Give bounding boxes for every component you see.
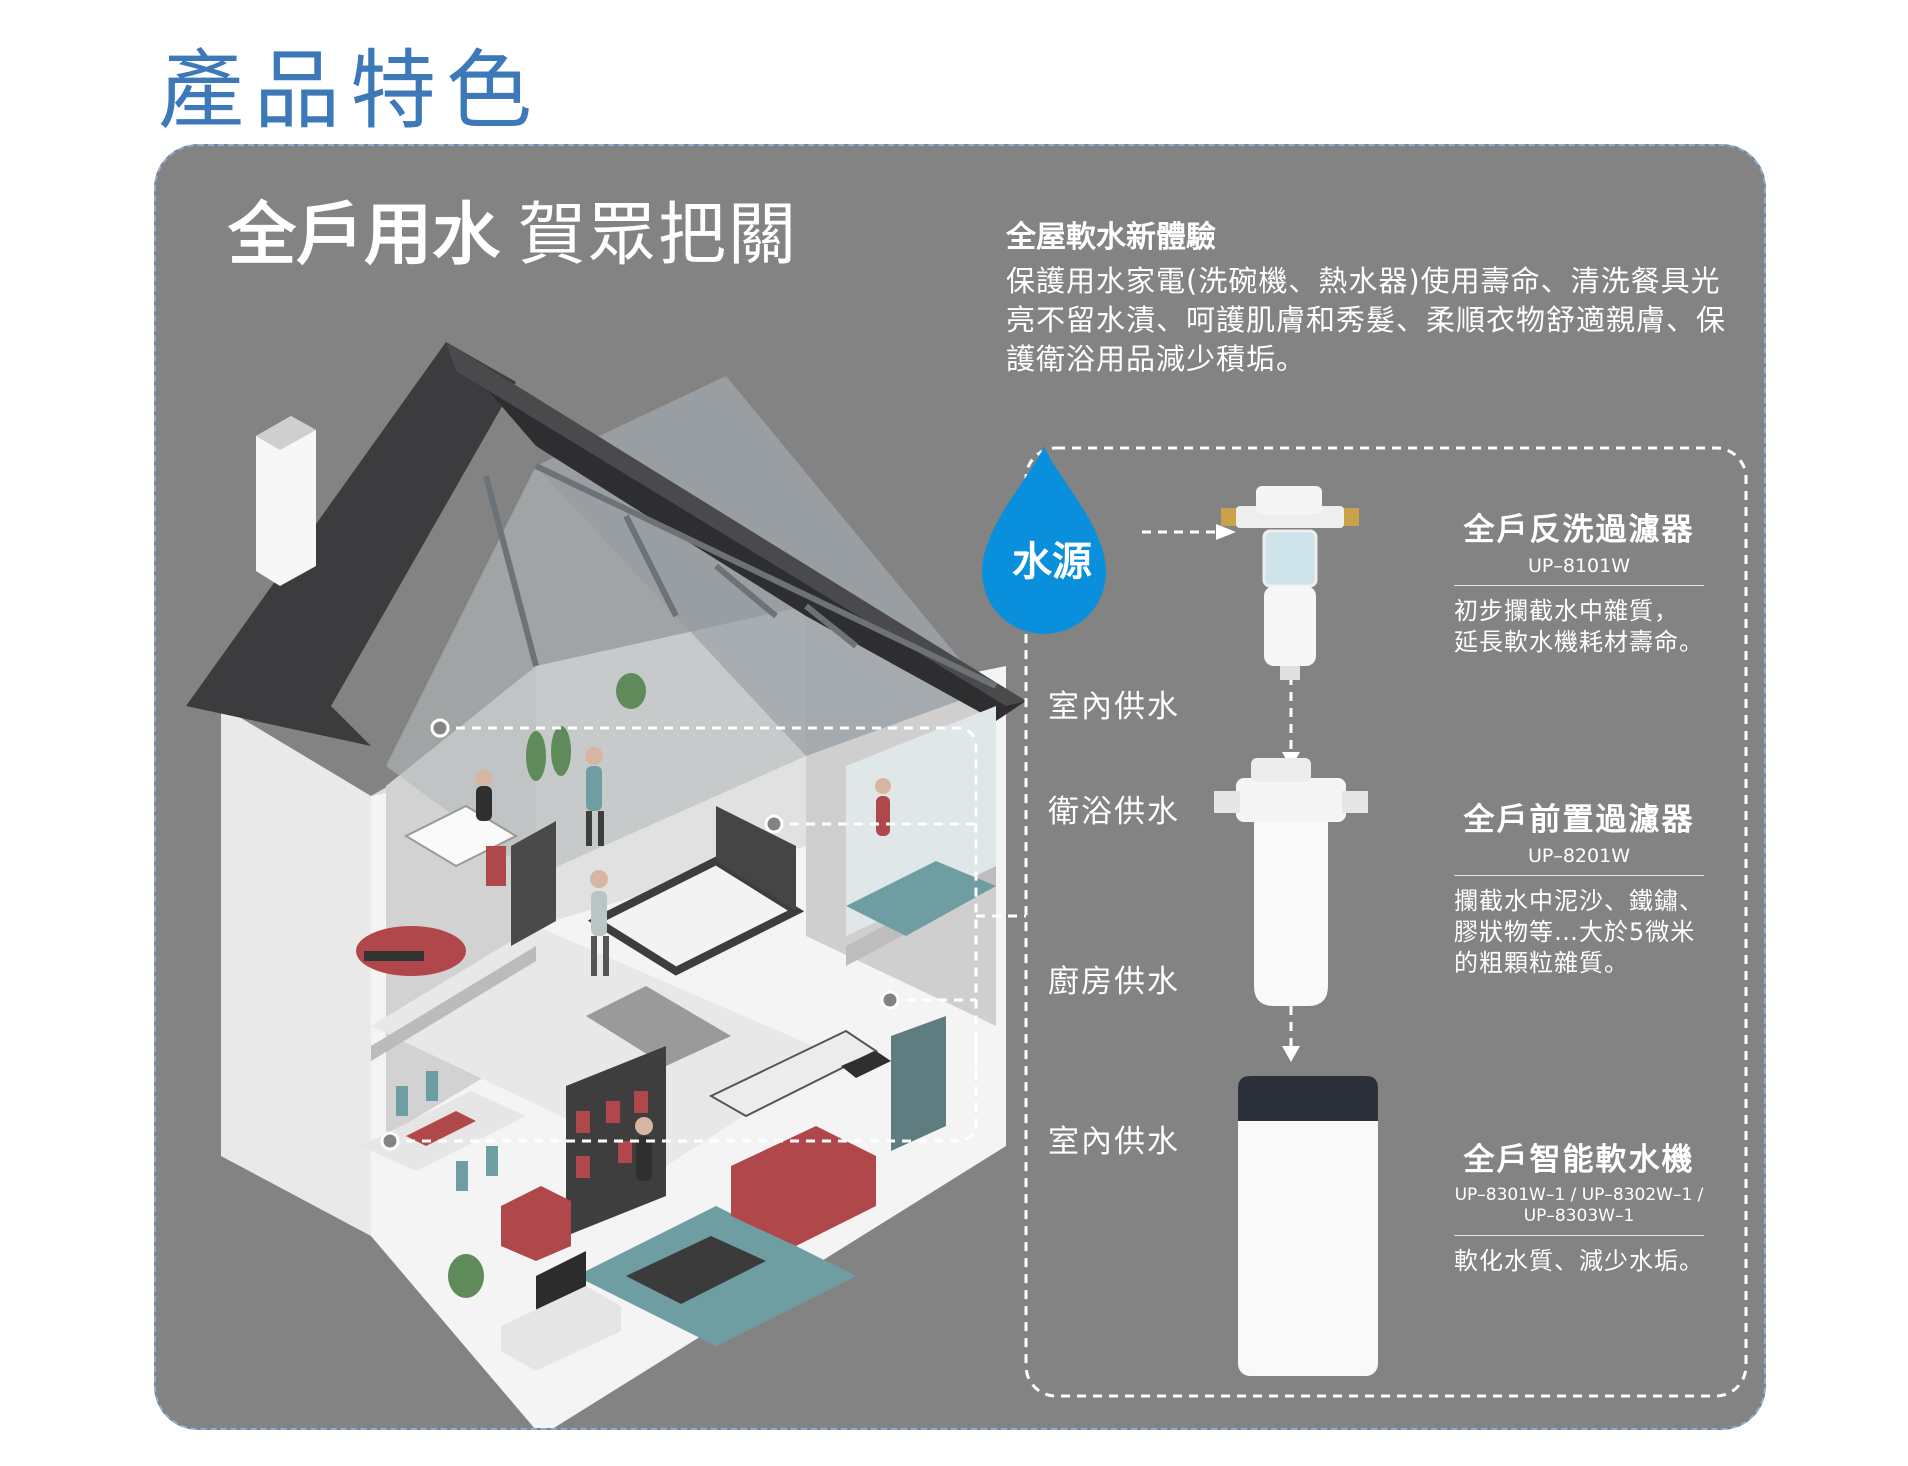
supply-label-kitchen: 廚房供水 <box>1048 964 1180 1000</box>
wardrobe <box>511 821 556 946</box>
chimney <box>256 416 316 586</box>
illustration <box>186 342 1748 1428</box>
supply-label-indoor-top: 室內供水 <box>1048 689 1180 725</box>
page-title: 產品特色 <box>158 41 542 141</box>
product-name: 全戶智能軟水機 <box>1463 1142 1695 1178</box>
product-card-backwash: 全戶反洗過濾器 UP–8101W 初步攔截水中雜質， 延長軟水機耗材壽命。 <box>1454 504 1704 658</box>
product-card-softener: 全戶智能軟水機 UP–8301W–1 / UP–8302W–1 / UP–830… <box>1454 1134 1704 1277</box>
water-drop-icon <box>982 446 1106 634</box>
pipe-lines <box>390 530 1293 1143</box>
product-desc: 攔截水中泥沙、鐵鏽、 膠狀物等…大於5微米 的粗顆粒雜質。 <box>1454 887 1704 977</box>
sofa <box>731 1126 876 1246</box>
intro-title: 全屋軟水新體驗 <box>1006 220 1216 255</box>
product-name: 全戶反洗過濾器 <box>1463 512 1695 548</box>
product-desc: 初步攔截水中雜質， 延長軟水機耗材壽命。 <box>1454 597 1704 656</box>
product-model: UP–8201W <box>1454 845 1704 876</box>
product-name: 全戶前置過濾器 <box>1463 802 1695 838</box>
product-model: UP–8301W–1 / UP–8302W–1 / UP–8303W–1 <box>1454 1185 1704 1236</box>
supply-label-indoor-bottom: 室內供水 <box>1048 1124 1180 1160</box>
coffee-table <box>626 1236 766 1304</box>
pre-filter-image <box>1214 758 1368 1006</box>
house-illustration <box>186 342 1026 1428</box>
fridge <box>891 1016 946 1151</box>
pipe-nodes <box>380 718 900 1151</box>
roof-left <box>186 342 516 746</box>
intro-text: 保護用水家電(洗碗機、熱水器)使用壽命、清洗餐具光亮不留水漬、呵護肌膚和秀髮、柔… <box>1006 264 1727 376</box>
armchair <box>501 1186 571 1261</box>
backwash-filter-image <box>1221 486 1359 680</box>
product-desc: 軟化水質、減少水垢。 <box>1454 1247 1704 1275</box>
softener-image <box>1238 1076 1378 1376</box>
product-model: UP–8101W <box>1454 555 1704 586</box>
water-source-label: 水源 <box>1012 539 1092 585</box>
feature-panel: 全戶用水賀眾把關 全屋軟水新體驗 保護用水家電(洗碗機、熱水器)使用壽命、清洗餐… <box>154 144 1766 1430</box>
headline: 全戶用水賀眾把關 <box>228 202 798 270</box>
product-box <box>1024 446 1748 1398</box>
product-card-prefilter: 全戶前置過濾器 UP–8201W 攔截水中泥沙、鐵鏽、 膠狀物等…大於5微米 的… <box>1454 794 1704 979</box>
headline-light: 賀眾把關 <box>518 196 799 275</box>
supply-label-bathroom: 衛浴供水 <box>1048 794 1180 830</box>
headline-bold: 全戶用水 <box>228 196 501 275</box>
